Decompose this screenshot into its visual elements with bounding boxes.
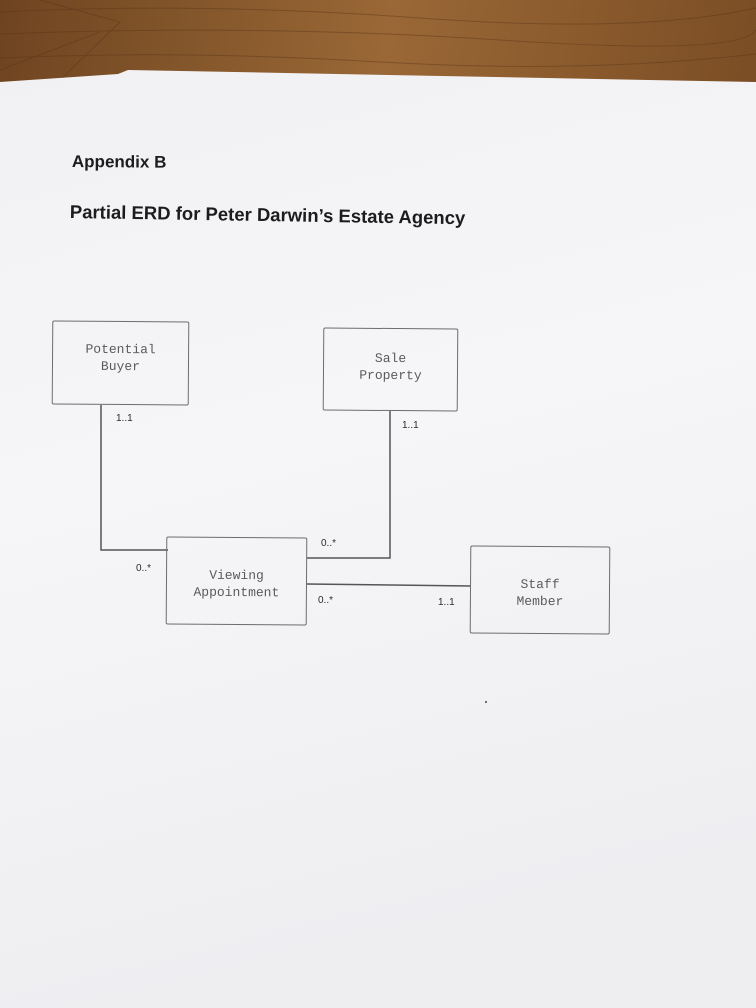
cardinality-viewing-buyer-end: 0..* [136,563,152,574]
paper-sheet [0,70,756,1008]
relationship-lines [100,405,472,587]
line-buyer-viewing [100,405,168,551]
wood-grain [0,0,756,81]
entity-viewing-appointment: Viewing Appointment [165,536,308,626]
cardinality-staff-end: 1..1 [438,597,455,608]
cardinality-sale-end: 1..1 [402,420,419,431]
entity-potential-buyer: Potential Buyer [51,320,190,406]
entity-staff-member: Staff Member [469,545,611,635]
entity-label-potential-buyer: Potential Buyer [85,341,156,375]
paper-speck [485,701,487,703]
document-heading: Appendix B [71,152,167,172]
entity-label-viewing-appointment: Viewing Appointment [193,567,280,601]
cardinality-buyer-end: 1..1 [116,413,133,424]
cardinality-viewing-sale-end: 0..* [321,538,337,549]
line-sale-viewing [307,411,391,559]
line-viewing-staff [306,583,472,587]
entity-sale-property: Sale Property [322,327,459,412]
entity-label-staff-member: Staff Member [516,576,564,610]
cardinality-viewing-staff-end: 0..* [318,595,334,606]
entity-label-sale-property: Sale Property [359,350,422,384]
